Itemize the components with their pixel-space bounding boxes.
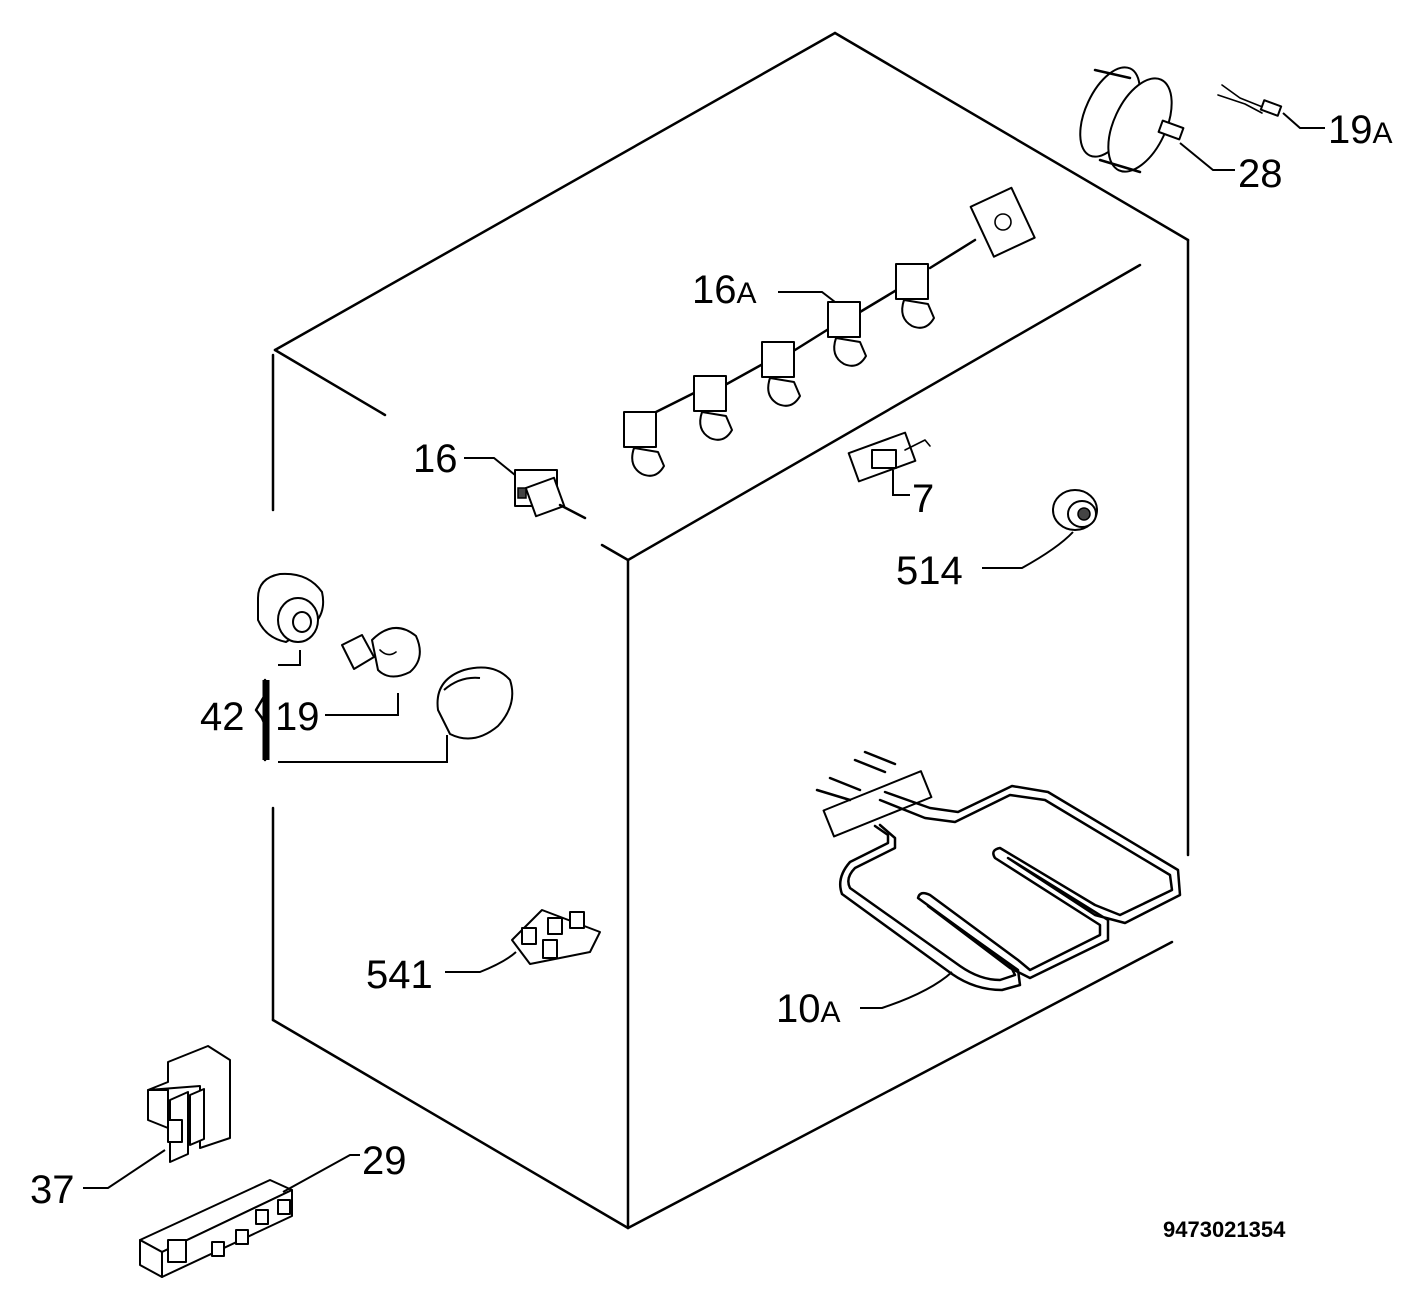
part-16a-harness xyxy=(623,186,1036,477)
part-7-microswitch xyxy=(847,431,931,496)
label-514: 514 xyxy=(896,549,963,593)
document-number: 9473021354 xyxy=(1163,1217,1286,1242)
label-541: 541 xyxy=(366,953,433,997)
label-16: 16 xyxy=(413,437,458,481)
cabinet-outline xyxy=(271,31,1190,1230)
label-16a: 16A xyxy=(692,268,757,312)
label-37: 37 xyxy=(30,1168,75,1212)
part-42-lamp-assembly xyxy=(254,572,514,763)
part-16-switch xyxy=(464,457,587,520)
part-19a-probe xyxy=(1217,84,1325,129)
part-37-bracket xyxy=(83,1045,231,1189)
part-541-terminal-block xyxy=(445,909,601,973)
label-10a: 10A xyxy=(776,987,841,1031)
part-28-thermostat xyxy=(1079,66,1235,174)
part-labels: 19A 28 16A 16 7 514 42 19 541 10A 37 29 xyxy=(30,108,1393,1212)
part-514-grommet xyxy=(982,489,1098,569)
label-28: 28 xyxy=(1238,152,1283,196)
label-19a: 19A xyxy=(1328,108,1393,152)
label-29: 29 xyxy=(362,1139,407,1183)
part-10a-heating-element xyxy=(815,750,1182,1009)
label-42: 42 xyxy=(200,695,245,739)
label-7: 7 xyxy=(912,477,934,521)
label-19: 19 xyxy=(275,695,320,739)
part-29-ignition-generator xyxy=(139,1154,360,1278)
